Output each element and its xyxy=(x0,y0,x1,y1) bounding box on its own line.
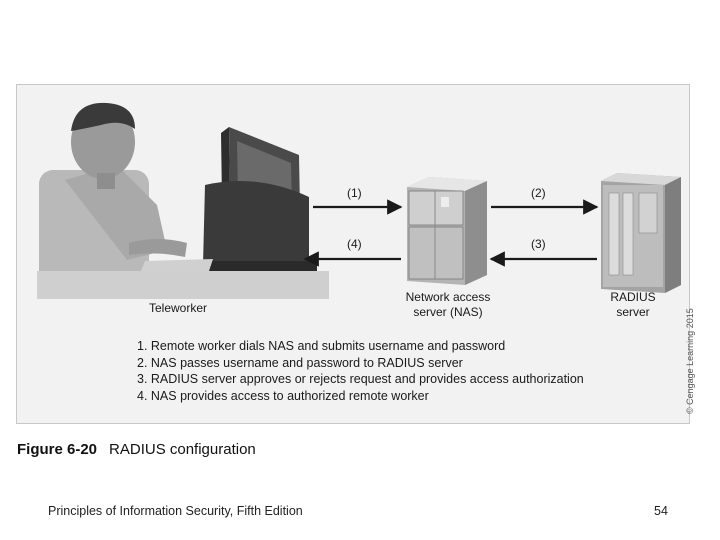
step-item: 3. RADIUS server approves or rejects req… xyxy=(137,372,584,386)
radius-label-line2: server xyxy=(616,305,650,319)
radius-label-line1: RADIUS xyxy=(610,290,656,304)
copyright-notice: © Cengage Learning 2015 xyxy=(685,308,695,414)
teleworker-label: Teleworker xyxy=(149,301,208,315)
nas-label-line2: server (NAS) xyxy=(413,305,483,319)
teleworker-figure xyxy=(39,102,187,298)
arrow-label-1: (1) xyxy=(347,186,362,200)
footer-book-title: Principles of Information Security, Fift… xyxy=(48,504,303,518)
computer-monitor xyxy=(37,127,329,299)
figure-caption: Figure 6-20 RADIUS configuration xyxy=(17,441,256,458)
page-number: 54 xyxy=(654,504,668,518)
nas-label-line1: Network access xyxy=(405,290,491,304)
figure-number: Figure 6-20 xyxy=(17,441,98,458)
figure-panel: (1) (2) (3) (4) Teleworker Network acces… xyxy=(16,84,690,424)
step-item: 2. NAS passes username and password to R… xyxy=(137,355,463,370)
step-item: 1. Remote worker dials NAS and submits u… xyxy=(137,339,506,353)
diagram-canvas xyxy=(37,102,681,299)
arrow-label-2: (2) xyxy=(531,186,546,200)
step-list: 1. Remote worker dials NAS and submits u… xyxy=(137,338,584,404)
step-item: 4. NAS provides access to authorized rem… xyxy=(137,388,429,403)
radius-server xyxy=(601,173,681,293)
figure-title: RADIUS configuration xyxy=(109,441,256,458)
radius-label: RADIUS server xyxy=(603,290,663,320)
arrow-label-4: (4) xyxy=(347,237,362,251)
arrow-label-3: (3) xyxy=(531,237,546,251)
nas-server xyxy=(407,177,487,285)
nas-label: Network access server (NAS) xyxy=(393,290,503,320)
